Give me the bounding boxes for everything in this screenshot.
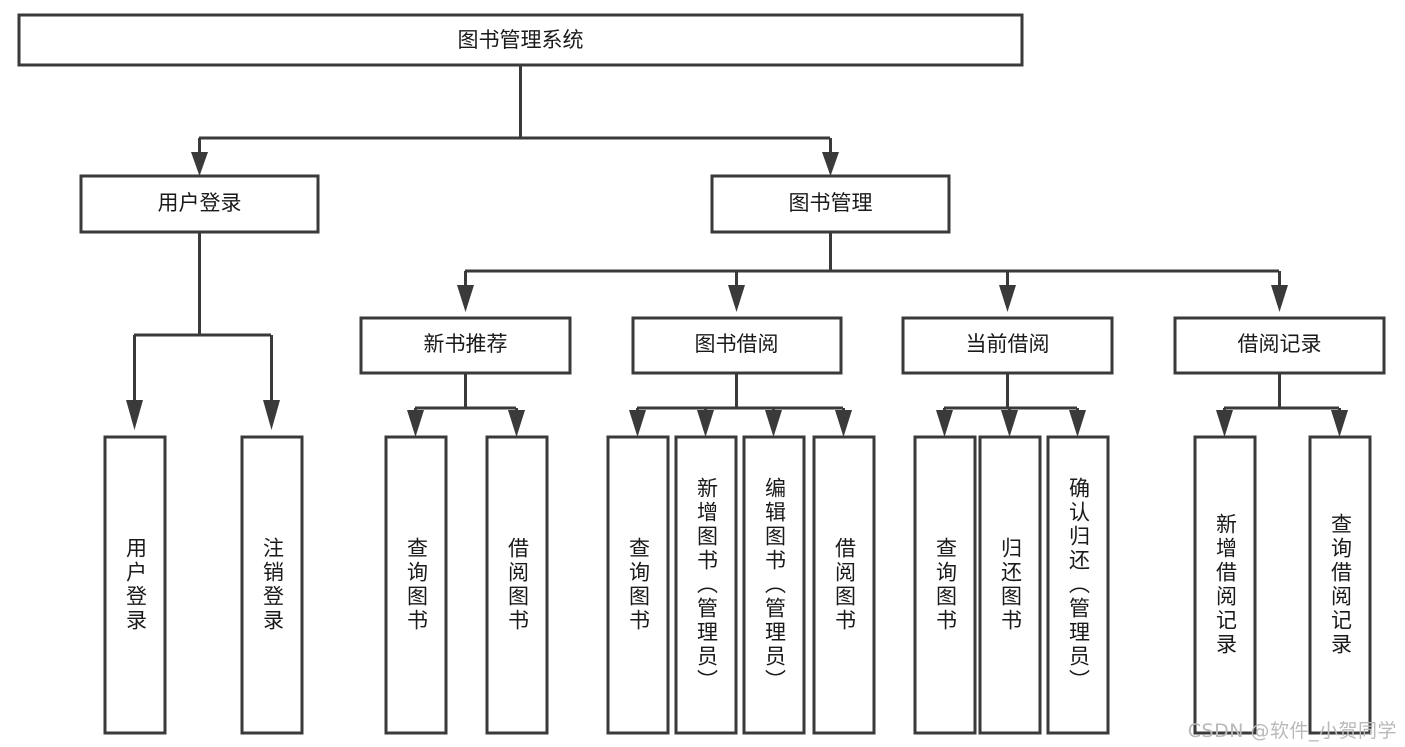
- node-user-login-box[interactable]: [79, 174, 320, 234]
- arrow-rec-l1: [1216, 410, 1233, 437]
- node-user-login[interactable]: 用户登录: [79, 174, 320, 234]
- arrow-bb-l2: [697, 410, 714, 437]
- leaf-box-edit-book[interactable]: [742, 435, 806, 735]
- arrow-bm-c1: [457, 285, 474, 312]
- arrow-bb-l4: [835, 410, 852, 437]
- leaf-box-borrow-book-1[interactable]: [485, 435, 549, 735]
- connectors-group: [126, 65, 1348, 437]
- leaf-box-borrow-book-2[interactable]: [812, 435, 876, 735]
- leaf-box-query-book-3[interactable]: [913, 435, 977, 735]
- leaf-box-add-record[interactable]: [1193, 435, 1257, 735]
- node-current-borrow[interactable]: 当前借阅: [901, 316, 1114, 375]
- node-root-box[interactable]: [17, 13, 1024, 67]
- node-new-book-rec-label: 新书推荐: [424, 332, 508, 356]
- arrow-cb-l3: [1069, 410, 1086, 437]
- arrow-bm-c2: [728, 285, 745, 312]
- node-current-borrow-box[interactable]: [901, 316, 1114, 375]
- arrow-root-to-book-manage: [822, 152, 839, 176]
- leaf-box-user-login[interactable]: [103, 435, 167, 735]
- arrow-bb-l1: [629, 410, 646, 437]
- leaf-box-confirm-return[interactable]: [1046, 435, 1110, 735]
- node-root[interactable]: 图书管理系统: [17, 13, 1024, 67]
- arrow-cb-l1: [936, 410, 953, 437]
- node-current-borrow-label: 当前借阅: [966, 332, 1050, 356]
- node-book-borrow[interactable]: 图书借阅: [631, 316, 843, 375]
- arrow-bb-l3: [765, 410, 782, 437]
- arrow-user-login-l2: [263, 400, 280, 430]
- leaf-box-query-record[interactable]: [1308, 435, 1372, 735]
- node-user-login-label: 用户登录: [158, 191, 242, 215]
- node-book-manage[interactable]: 图书管理: [710, 174, 951, 234]
- leaf-box-query-book-1[interactable]: [384, 435, 448, 735]
- node-book-borrow-label: 图书借阅: [695, 332, 779, 356]
- leaf-box-add-book[interactable]: [674, 435, 738, 735]
- node-borrow-record[interactable]: 借阅记录: [1173, 316, 1386, 375]
- leaf-box-user-logout[interactable]: [240, 435, 304, 735]
- node-new-book-rec[interactable]: 新书推荐: [359, 316, 572, 375]
- node-book-borrow-box[interactable]: [631, 316, 843, 375]
- arrow-bm-c3: [999, 285, 1016, 312]
- csdn-watermark: CSDN @软件_小贺同学: [1187, 720, 1397, 742]
- leaf-box-query-book-2[interactable]: [606, 435, 670, 735]
- arrow-cb-l2: [1001, 410, 1018, 437]
- arrow-bm-c4: [1271, 285, 1288, 312]
- node-borrow-record-label: 借阅记录: [1238, 332, 1322, 356]
- leaf-box-return-book[interactable]: [978, 435, 1042, 735]
- arrow-rec-l2: [1331, 410, 1348, 437]
- arrow-newbook-l1: [407, 410, 424, 437]
- node-root-label: 图书管理系统: [458, 28, 584, 52]
- arrow-newbook-l2: [508, 410, 525, 437]
- arrow-user-login-l1: [126, 400, 143, 430]
- arrow-root-to-user-login: [191, 152, 208, 176]
- node-book-manage-box[interactable]: [710, 174, 951, 234]
- node-new-book-rec-box[interactable]: [359, 316, 572, 375]
- node-book-manage-label: 图书管理: [789, 191, 873, 215]
- node-borrow-record-box[interactable]: [1173, 316, 1386, 375]
